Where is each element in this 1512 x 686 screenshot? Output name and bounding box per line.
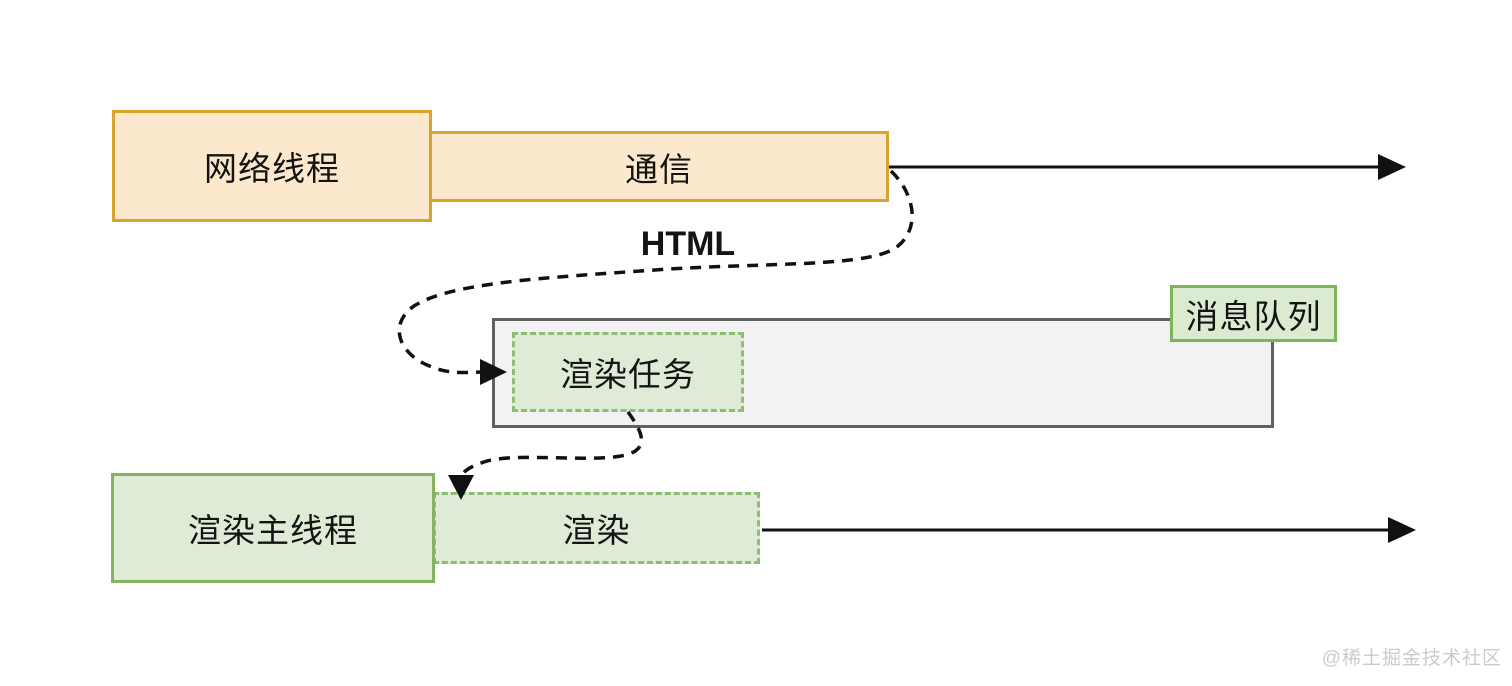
message-queue-label: 消息队列 [1185, 297, 1322, 335]
watermark-text: @稀土掘金技术社区 [1321, 648, 1502, 669]
render-task-label: 渲染任务 [560, 356, 696, 393]
message-queue-tag: 消息队列 [1170, 285, 1337, 342]
html-annotation: HTML [640, 225, 736, 263]
render-box: 渲染 [433, 492, 760, 564]
render-main-thread-box: 渲染主线程 [111, 473, 435, 583]
network-thread-label: 网络线程 [204, 150, 340, 187]
communication-label: 通信 [625, 150, 693, 188]
render-timeline-arrowhead-icon [1388, 517, 1416, 543]
communication-box: 通信 [429, 131, 889, 202]
network-timeline-arrowhead-icon [1378, 154, 1406, 180]
network-thread-box: 网络线程 [112, 110, 432, 222]
render-main-thread-label: 渲染主线程 [188, 512, 358, 549]
render-label: 渲染 [562, 512, 631, 549]
render-task-box: 渲染任务 [512, 332, 744, 412]
